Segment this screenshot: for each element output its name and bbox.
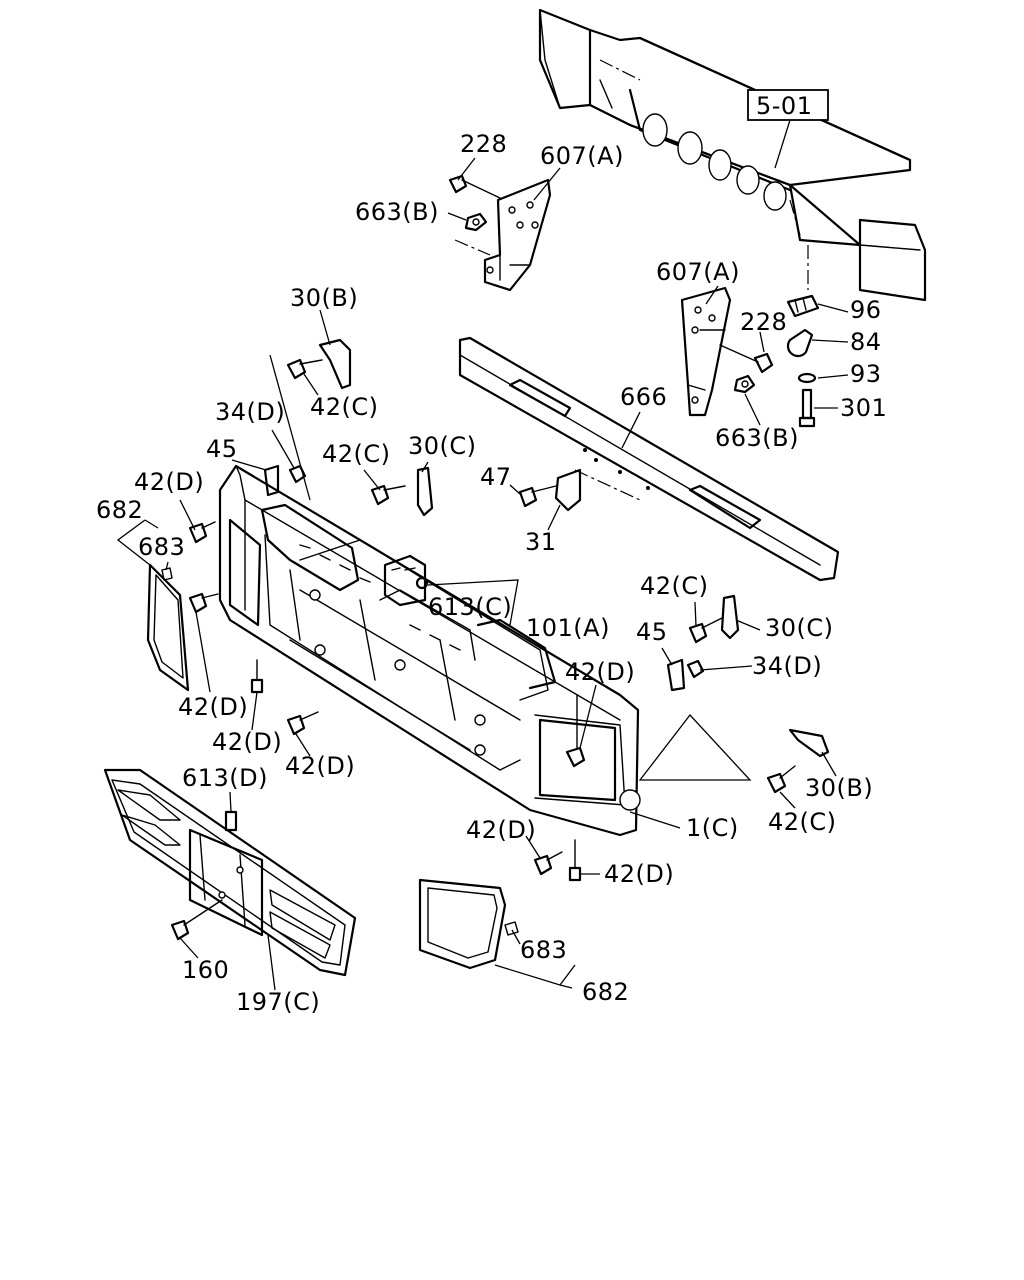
bolt-42d-6 (533, 851, 563, 876)
callout-301: 301 (840, 394, 887, 422)
bolt-42d-4 (286, 711, 319, 736)
callout-30b-right: 30(B) (805, 774, 873, 802)
bolt-42c-3 (688, 617, 723, 644)
callout-663b-top: 663(B) (355, 198, 439, 226)
callout-45-right: 45 (636, 618, 668, 646)
bolt-42d-7 (568, 839, 582, 882)
gasket-682-left (146, 563, 190, 692)
callout-labels: 228 607(A) 663(B) 607(A) 228 96 84 93 30… (96, 130, 887, 1016)
callout-666: 666 (620, 383, 667, 411)
callout-160: 160 (182, 956, 229, 984)
callout-42c-2: 42(C) (322, 440, 391, 468)
tow-hook-96 (786, 294, 820, 318)
callout-42c-3: 42(C) (640, 572, 709, 600)
bolt-42d-1 (188, 521, 216, 544)
callout-682-right: 682 (582, 978, 629, 1006)
bolt-228-right (719, 344, 774, 374)
callout-45-left: 45 (206, 435, 238, 463)
nut-34d-right (686, 659, 705, 679)
bracket-30b-left (318, 338, 352, 390)
callout-30c-right: 30(C) (765, 614, 834, 642)
callout-30b-left: 30(B) (290, 284, 358, 312)
clip-613c (415, 576, 429, 590)
callout-93: 93 (850, 360, 882, 388)
callout-101a: 101(A) (526, 614, 610, 642)
callout-42c-1: 42(C) (310, 393, 379, 421)
grille-197c (103, 768, 357, 977)
bolt-160 (170, 899, 223, 941)
callout-42d-5: 42(D) (285, 752, 355, 780)
bolt-42d-2 (188, 592, 219, 614)
bolt-42c-1 (286, 358, 323, 380)
callout-42d-2: 42(D) (565, 658, 635, 686)
callout-663b-right: 663(B) (715, 424, 799, 452)
callout-42d-1: 42(D) (134, 468, 204, 496)
module-101a (383, 554, 427, 607)
callout-31: 31 (525, 528, 557, 556)
reference-label: 5-01 (756, 92, 812, 120)
bumper-beam-666 (458, 336, 840, 582)
callout-683-left: 683 (138, 533, 185, 561)
callout-34d-right: 34(D) (752, 652, 822, 680)
callout-42d-3: 42(D) (178, 693, 248, 721)
callout-47: 47 (480, 463, 512, 491)
callout-84: 84 (850, 328, 882, 356)
leader-lines (116, 157, 849, 991)
nut-663b-top (454, 212, 491, 256)
chassis-frame (538, 8, 927, 302)
callout-34d-left: 34(D) (215, 398, 285, 426)
callout-42c-4: 42(C) (768, 808, 837, 836)
callout-228-top: 228 (460, 130, 507, 158)
callout-42d-6: 42(D) (466, 816, 536, 844)
nut-34d-left (288, 464, 307, 484)
front-panel-1c (218, 464, 641, 837)
callout-613d: 613(D) (182, 764, 268, 792)
callout-197c: 197(C) (236, 988, 320, 1016)
bolt-42d-3 (250, 659, 264, 694)
clip-45-left (263, 464, 280, 497)
callout-30c-left: 30(C) (408, 432, 477, 460)
clip-45-right (666, 658, 686, 692)
hook-84 (786, 328, 814, 358)
bolt-301 (798, 388, 816, 428)
bracket-607a-top (483, 178, 552, 292)
callout-607a-right: 607(A) (656, 258, 740, 286)
washer-93 (797, 372, 817, 384)
bracket-30c-right (720, 594, 740, 640)
callout-42d-4: 42(D) (212, 728, 282, 756)
bracket-30c-left (416, 466, 434, 517)
bracket-607a-right (680, 286, 732, 417)
callout-96: 96 (850, 296, 882, 324)
callout-683-right: 683 (520, 936, 567, 964)
callout-607a-top: 607(A) (540, 142, 624, 170)
nut-663b-right (733, 374, 756, 394)
bolt-228-top (448, 174, 501, 199)
gasket-682-right (418, 878, 507, 970)
bolt-42d-5 (565, 694, 586, 768)
callout-682-left: 682 (96, 496, 143, 524)
bracket-31 (554, 468, 582, 512)
bolt-47 (518, 485, 557, 508)
clip-613d (224, 810, 238, 832)
bracket-30b-right (788, 728, 830, 758)
callout-1c: 1(C) (686, 814, 739, 842)
panel-grille-slots (299, 544, 461, 651)
clip-683-right (504, 921, 519, 936)
bolt-42c-4 (766, 765, 796, 794)
bolt-42c-2 (370, 484, 406, 506)
callout-613c: 613(C) (428, 593, 512, 621)
clip-683-left (161, 567, 173, 581)
callout-42d-7: 42(D) (604, 860, 674, 888)
callout-228-right: 228 (740, 308, 787, 336)
reference-box: 5-01 (747, 89, 829, 169)
